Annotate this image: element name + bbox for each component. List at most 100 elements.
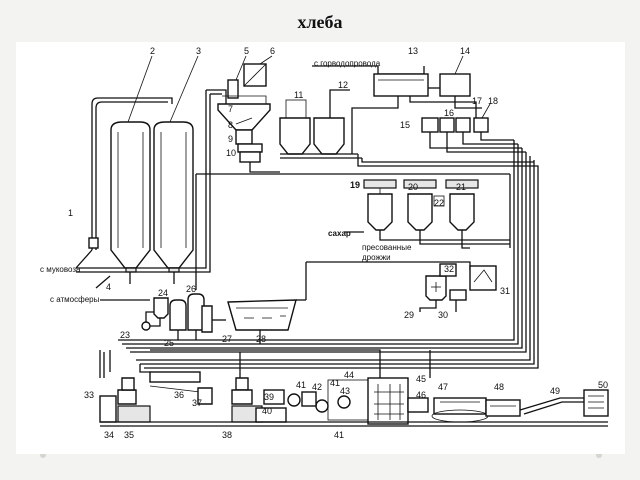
oven-47 [431,397,489,423]
tank-20 [403,179,437,231]
cyclone-5 [227,55,247,99]
num-44: 44 [344,370,354,380]
slide-dot-left [40,452,46,458]
pneumatic-line-1 [75,97,173,269]
num-27: 27 [222,334,232,344]
tank-21 [445,179,479,231]
num-1: 1 [68,208,73,218]
mixer-38 [231,377,263,423]
num-18: 18 [488,96,498,106]
num-26: 26 [186,284,196,294]
num-30: 30 [438,310,448,320]
tank-22 [433,195,445,207]
doser-17 [455,117,471,133]
num-11: 11 [294,90,303,100]
num-31: 31 [500,286,510,296]
num-21: 21 [456,182,466,192]
bowl-35 [117,405,151,423]
num-39: 39 [264,392,274,402]
num-50: 50 [598,380,608,390]
diagram-canvas: с горводопровода сахар пресованные дрожж… [40,46,609,440]
num-28: 28 [256,334,266,344]
yeast-tank-29 [425,275,447,301]
num-24: 24 [158,288,168,298]
num-41-bottom: 41 [334,430,344,440]
tank-11 [279,99,311,155]
oven-48 [485,399,521,417]
num-46: 46 [416,390,426,400]
num-2: 2 [150,46,155,56]
num-9: 9 [228,134,233,144]
label-water: с горводопровода [314,59,381,68]
num-47: 47 [438,382,448,392]
num-3: 3 [196,46,201,56]
num-10: 10 [226,148,236,158]
num-43: 43 [340,386,350,396]
slide-dot-right [596,452,602,458]
num-32: 32 [444,264,454,274]
label-flour-truck: с муковоза [40,265,81,274]
num-36: 36 [174,390,184,400]
filter-6 [243,55,273,87]
num-25: 25 [164,338,174,348]
num-12: 12 [338,80,348,90]
pump-27 [201,305,213,333]
num-14: 14 [460,46,470,56]
num-35: 35 [124,430,134,440]
num-7: 7 [228,104,233,114]
cooling-conveyor-49 [519,397,586,415]
num-8: 8 [228,120,233,130]
doser-18 [473,103,491,133]
num-13: 13 [408,46,418,56]
num-40: 40 [262,406,272,416]
rounder-39 [263,389,285,405]
flour-silo-3 [153,121,194,273]
mixer-33 [99,395,117,423]
doser-15 [421,117,439,133]
num-22: 22 [434,198,444,208]
num-17: 17 [472,96,482,106]
num-33: 33 [84,390,94,400]
doser-16 [439,117,455,133]
kneader-34 [117,377,137,405]
num-41-top: 41 [296,380,306,390]
setter-46 [407,397,429,413]
num-48: 48 [494,382,504,392]
slide-title: хлеба [297,12,343,32]
position-numbers: 1 2 3 4 5 6 7 8 9 10 11 12 13 14 15 16 1… [68,46,608,440]
doser-31 [469,265,497,291]
valve-23 [141,321,151,331]
conveyor-36 [149,371,201,393]
num-5: 5 [244,46,249,56]
pump-30 [449,289,467,301]
tank-32 [439,263,457,277]
sugar-tank-19 [363,179,397,231]
num-37: 37 [192,398,202,408]
num-23: 23 [120,330,130,340]
num-49: 49 [550,386,560,396]
num-45: 45 [416,374,426,384]
water-heater-13 [373,73,429,97]
num-41-mid: 41 [330,378,340,388]
label-yeast-2: дрожжи [362,253,391,262]
water-tank-14 [439,55,471,97]
unit-42 [301,391,317,407]
num-4: 4 [106,282,111,292]
num-29: 29 [404,310,414,320]
num-20: 20 [408,182,418,192]
scale-9 [237,143,263,153]
num-6: 6 [270,46,275,56]
num-34: 34 [104,430,114,440]
label-sugar: сахар [328,229,351,238]
feeder-10 [239,151,280,173]
receiver-25 [169,299,187,331]
moulder-41 [287,393,329,413]
unit-43 [337,395,351,409]
receiver-26 [187,293,205,331]
num-15: 15 [400,120,410,130]
num-38: 38 [222,430,232,440]
num-19: 19 [350,180,360,190]
num-16: 16 [444,108,454,118]
bread-store-50 [583,389,609,417]
flour-silo-2 [110,121,151,273]
